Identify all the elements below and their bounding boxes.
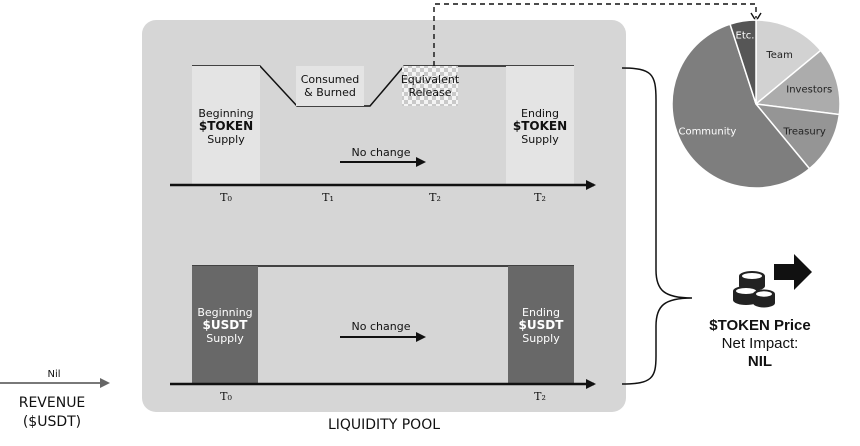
pie-label-etc: Etc. <box>736 30 755 41</box>
price-impact-label: $TOKEN Price Net Impact: NIL <box>709 317 811 370</box>
usdt-tick-t2: T₂ <box>534 390 546 403</box>
right-arrow-icon <box>774 254 812 290</box>
pie-label-team: Team <box>765 50 792 61</box>
revenue-arrow-label: Nil <box>47 369 61 380</box>
equivalent-release-label: Equivalent Release <box>400 73 460 99</box>
usdt-tick-t0: T₀ <box>220 390 232 403</box>
pie-slice-community <box>671 23 811 189</box>
pie-label-treasury: Treasury <box>782 127 825 138</box>
consumed-burned-box <box>296 66 364 106</box>
token-row <box>170 65 596 190</box>
beginning-token-label: Beginning $TOKEN Supply <box>198 107 254 146</box>
tick-t2-mid: T₂ <box>429 191 441 204</box>
usdt-row <box>170 265 596 389</box>
beginning-usdt-bar <box>192 266 258 384</box>
ending-token-label: Ending $TOKEN Supply <box>512 107 568 146</box>
curly-brace <box>621 67 693 385</box>
pie-label-community: Community <box>678 127 736 138</box>
ending-usdt-label: Ending $USDT Supply <box>518 306 564 345</box>
consumed-burned-label: Consumed & Burned <box>300 73 360 99</box>
pie-slice-etc <box>729 19 757 105</box>
tick-t0: T₀ <box>220 191 232 204</box>
equivalent-release-box <box>402 66 458 106</box>
liquidity-pool-title: LIQUIDITY POOL <box>327 417 441 433</box>
pie-slice-investors <box>754 49 841 116</box>
pie-slice-team <box>755 19 822 106</box>
pie-slice-treasury <box>754 103 841 170</box>
token-no-change-label: No change <box>351 146 411 159</box>
coins-icon <box>733 271 775 308</box>
beginning-token-bar <box>192 66 260 185</box>
liquidity-pool-box <box>142 20 626 412</box>
ending-token-bar <box>506 66 574 185</box>
ending-usdt-bar <box>508 266 574 384</box>
dashed-connector <box>433 3 757 66</box>
pie-label-investors: Investors <box>786 85 832 96</box>
beginning-usdt-label: Beginning $USDT Supply <box>197 306 253 345</box>
revenue-label: REVENUE ($USDT) <box>18 395 86 430</box>
tick-t1: T₁ <box>322 191 334 204</box>
tick-t2-end: T₂ <box>534 191 546 204</box>
usdt-no-change-label: No change <box>351 320 411 333</box>
